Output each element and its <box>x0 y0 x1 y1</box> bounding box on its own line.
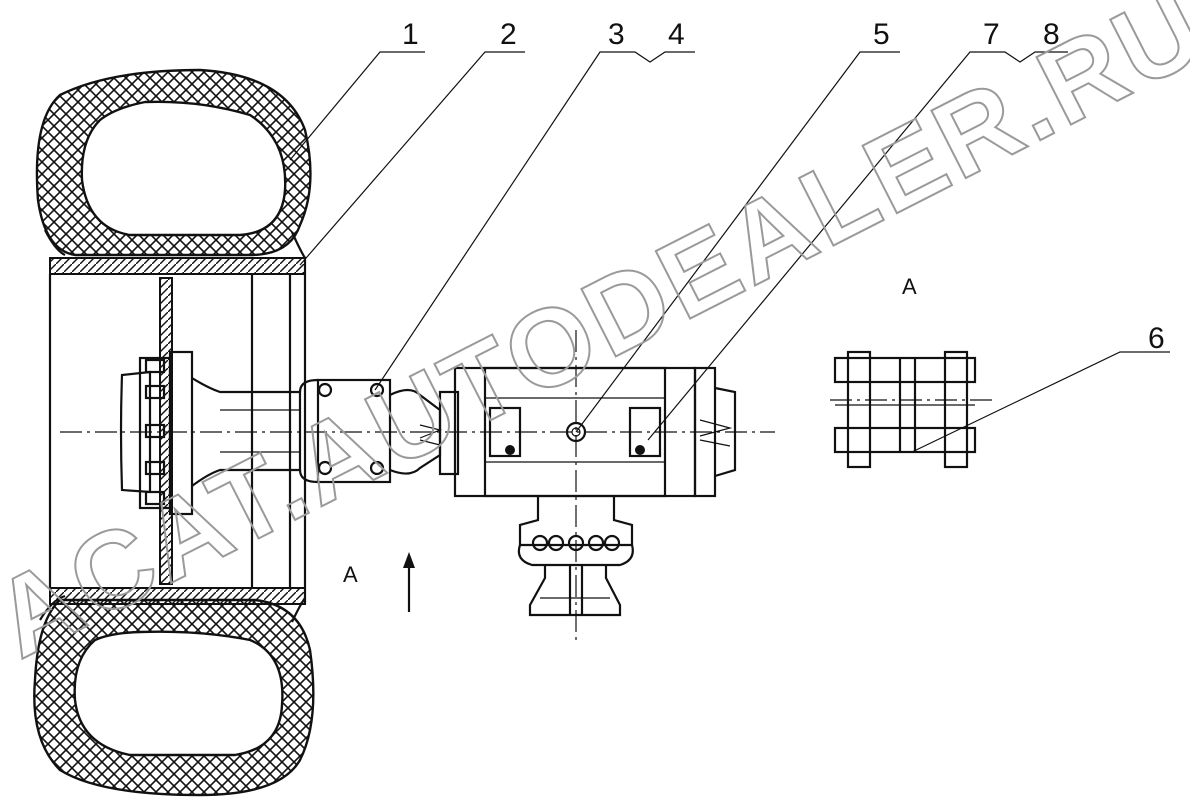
view-a-detail <box>833 350 977 469</box>
center-lines <box>60 330 995 640</box>
callout-labels: 1 2 3 4 5 7 8 6 <box>402 18 1165 355</box>
hub-bolts <box>144 358 166 506</box>
view-arrow-a <box>403 552 415 612</box>
view-arrow-label: A <box>343 562 358 587</box>
tire-section <box>33 68 315 797</box>
callout-5: 5 <box>873 18 890 51</box>
callout-7: 7 <box>983 18 1000 51</box>
callout-3: 3 <box>608 18 625 51</box>
view-section-label: A <box>902 274 917 299</box>
wheel-hub <box>119 350 302 516</box>
tire-upper <box>35 68 312 257</box>
callout-6: 6 <box>1148 322 1165 355</box>
callout-1: 1 <box>402 18 419 51</box>
callout-8: 8 <box>1043 18 1060 51</box>
callout-2: 2 <box>500 18 517 51</box>
tire-lower <box>33 598 315 797</box>
callout-4: 4 <box>668 18 685 51</box>
leader-lines <box>289 51 1170 453</box>
